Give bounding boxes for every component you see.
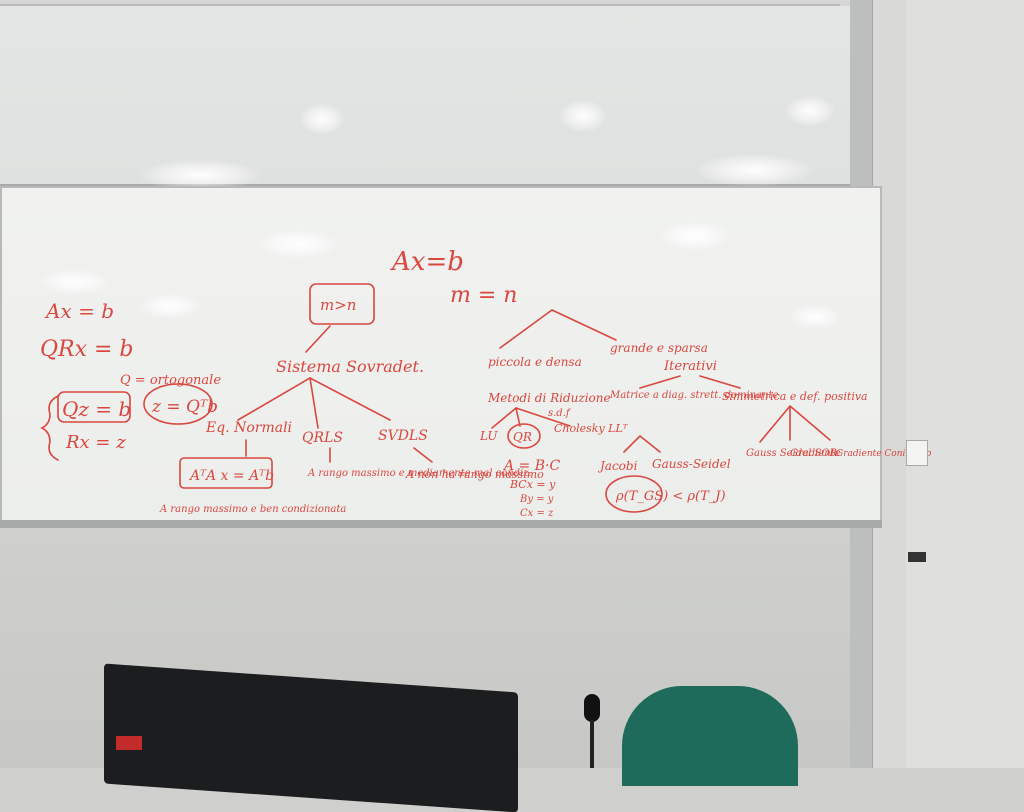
spd-label: Simmetrica e def. positiva	[722, 390, 868, 403]
sovradet-label: Sistema Sovradet.	[276, 357, 424, 376]
normal-eq-note: A rango massimo e ben condizionata	[159, 504, 346, 515]
ceiling-light-reflection	[140, 160, 260, 190]
tree-line	[237, 377, 391, 429]
left-line-1: Ax = b	[44, 299, 114, 323]
normal-eq-box	[179, 457, 273, 489]
eq-circle	[143, 383, 213, 425]
sdf-note: s.d.f	[548, 408, 572, 419]
factor-step-3: Cx = z	[520, 508, 554, 519]
eq-normali-label: Eq. Normali	[205, 420, 292, 436]
gs-sor-label: Gauss Seidel SOR	[746, 448, 838, 459]
ceiling-light-reflection	[560, 100, 606, 132]
lu-label: LU	[479, 429, 498, 443]
factor-step-2: By = y	[519, 494, 554, 505]
tree-line	[499, 309, 617, 349]
microphone-stand	[590, 720, 594, 768]
wall-knob	[908, 552, 926, 562]
svdls-note: A non ha rango massimo	[405, 468, 544, 481]
cholesky-label: Cholesky LLᵀ	[554, 422, 629, 435]
small-dense-label: piccola e densa	[488, 355, 582, 369]
direct-methods-label: Metodi di Riduzione	[487, 391, 611, 405]
ceiling-light-reflection	[696, 154, 812, 186]
left-q-note: Q = ortogonale	[120, 373, 221, 388]
lower-whiteboard	[0, 186, 882, 524]
qr-circle	[507, 423, 541, 449]
chair	[622, 686, 798, 786]
ceiling-light-reflection	[660, 222, 730, 250]
svdls-label: SVDLS	[378, 428, 428, 444]
spectral-label: ρ(T_GS) < ρ(T_J)	[615, 489, 726, 504]
upper-whiteboard	[0, 6, 850, 187]
factor-step-1: BCx = y	[509, 478, 556, 491]
left-eq-1: Qz = b	[62, 397, 131, 421]
tree-line	[623, 435, 661, 453]
spectral-circle	[605, 475, 663, 513]
ceiling-light-reflection	[40, 270, 110, 294]
ceiling-light-reflection	[790, 306, 840, 328]
board-handwriting: Ax=b m = n Ax = b QRx = b Q = ortogonale…	[40, 247, 932, 519]
ceiling-light-reflection	[300, 104, 344, 134]
left-eq-2: z = Qᵀb	[151, 397, 218, 417]
qrls-note: A rango massimo e mediamente mal condiz.	[307, 468, 532, 479]
eq-box	[57, 391, 131, 423]
iterative-label: Iterativi	[663, 359, 717, 374]
monitor-sticker	[116, 736, 142, 750]
gradient-label: Gradiente	[790, 448, 841, 459]
jacobi-label: Jacobi	[597, 459, 638, 473]
diag-dominant-label: Matrice a diag. strett. dominante	[609, 390, 779, 401]
microphone	[584, 694, 600, 722]
board-title: Ax=b	[390, 247, 464, 277]
ceiling-light-reflection	[258, 230, 338, 258]
right-wall	[906, 0, 1024, 768]
tree-line	[759, 405, 831, 443]
left-line-2: QRx = b	[40, 337, 134, 362]
m-gt-n-box	[309, 283, 375, 325]
qr-label: QR	[513, 430, 532, 444]
ceiling-light-reflection	[140, 294, 200, 318]
qrls-label: QRLS	[302, 430, 343, 446]
ceiling-light-reflection	[786, 96, 834, 126]
gauss-seidel-label: Gauss-Seidel	[652, 457, 731, 471]
tree-line	[491, 407, 571, 429]
wall-bracket	[906, 440, 928, 466]
marker-tray	[0, 520, 882, 528]
conj-gradient-label: Gradiente Coniugato	[836, 449, 932, 459]
normal-eq-formula: AᵀA x = Aᵀb	[188, 468, 274, 484]
large-sparse-label: grande e sparsa	[610, 341, 708, 355]
factor-label: A = B·C	[502, 458, 560, 474]
m-gt-n-label: m>n	[320, 296, 356, 314]
board-subtitle: m = n	[450, 283, 517, 308]
arrow-down	[413, 447, 433, 463]
system-brace	[40, 395, 59, 461]
tree-line	[305, 325, 331, 353]
left-eq-3: Rx = z	[65, 432, 126, 453]
tree-line	[639, 375, 741, 389]
